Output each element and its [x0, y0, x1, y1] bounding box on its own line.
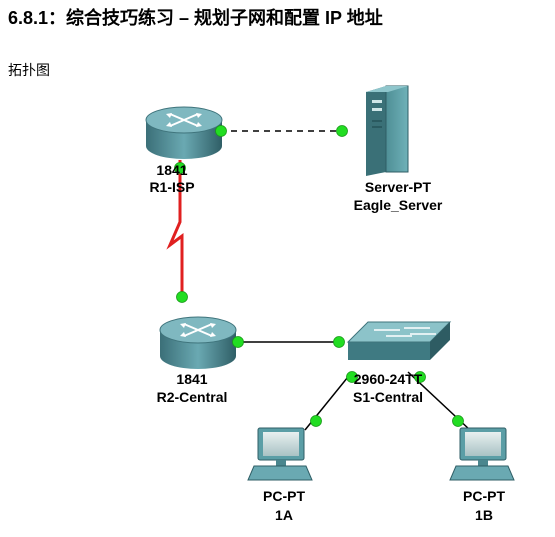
eagle-server-icon[interactable] [366, 85, 409, 176]
pc1b-name-label: 1B [475, 507, 493, 523]
pc1a-model-label: PC-PT [263, 488, 305, 504]
link-status-dot [232, 336, 244, 348]
link-status-dot [336, 125, 348, 137]
link-r1-r2-serial [166, 160, 184, 300]
link-status-dot [452, 415, 464, 427]
link-status-dot [414, 371, 426, 383]
server-model-label: Server-PT [365, 179, 432, 195]
pc-1b-icon[interactable] [449, 427, 515, 481]
page-title: 6.8.1：综合技巧练习 – 规划子网和配置 IP 地址 [8, 8, 383, 28]
link-status-dot [346, 371, 358, 383]
r2-model-label: 1841 [176, 371, 207, 387]
s1-central-switch-icon[interactable] [346, 321, 452, 360]
s1-name-label: S1-Central [353, 389, 423, 405]
r2-name-label: R2-Central [157, 389, 228, 405]
link-status-dot [176, 291, 188, 303]
link-status-dot [215, 125, 227, 137]
r1-isp-router-icon[interactable] [145, 106, 223, 159]
link-status-dot [310, 415, 322, 427]
s1-model-label: 2960-24TT [354, 371, 423, 387]
link-status-dot [174, 162, 186, 174]
r1-name-label: R1-ISP [149, 179, 194, 195]
r1-model-label: 1841 [156, 162, 187, 178]
pc-1a-icon[interactable] [247, 427, 313, 481]
r2-central-router-icon[interactable] [159, 316, 237, 369]
pc1b-model-label: PC-PT [463, 488, 505, 504]
server-name-label: Eagle_Server [354, 197, 443, 213]
link-status-dot [333, 336, 345, 348]
pc1a-name-label: 1A [275, 507, 293, 523]
topology-heading: 拓扑图 [8, 63, 50, 79]
